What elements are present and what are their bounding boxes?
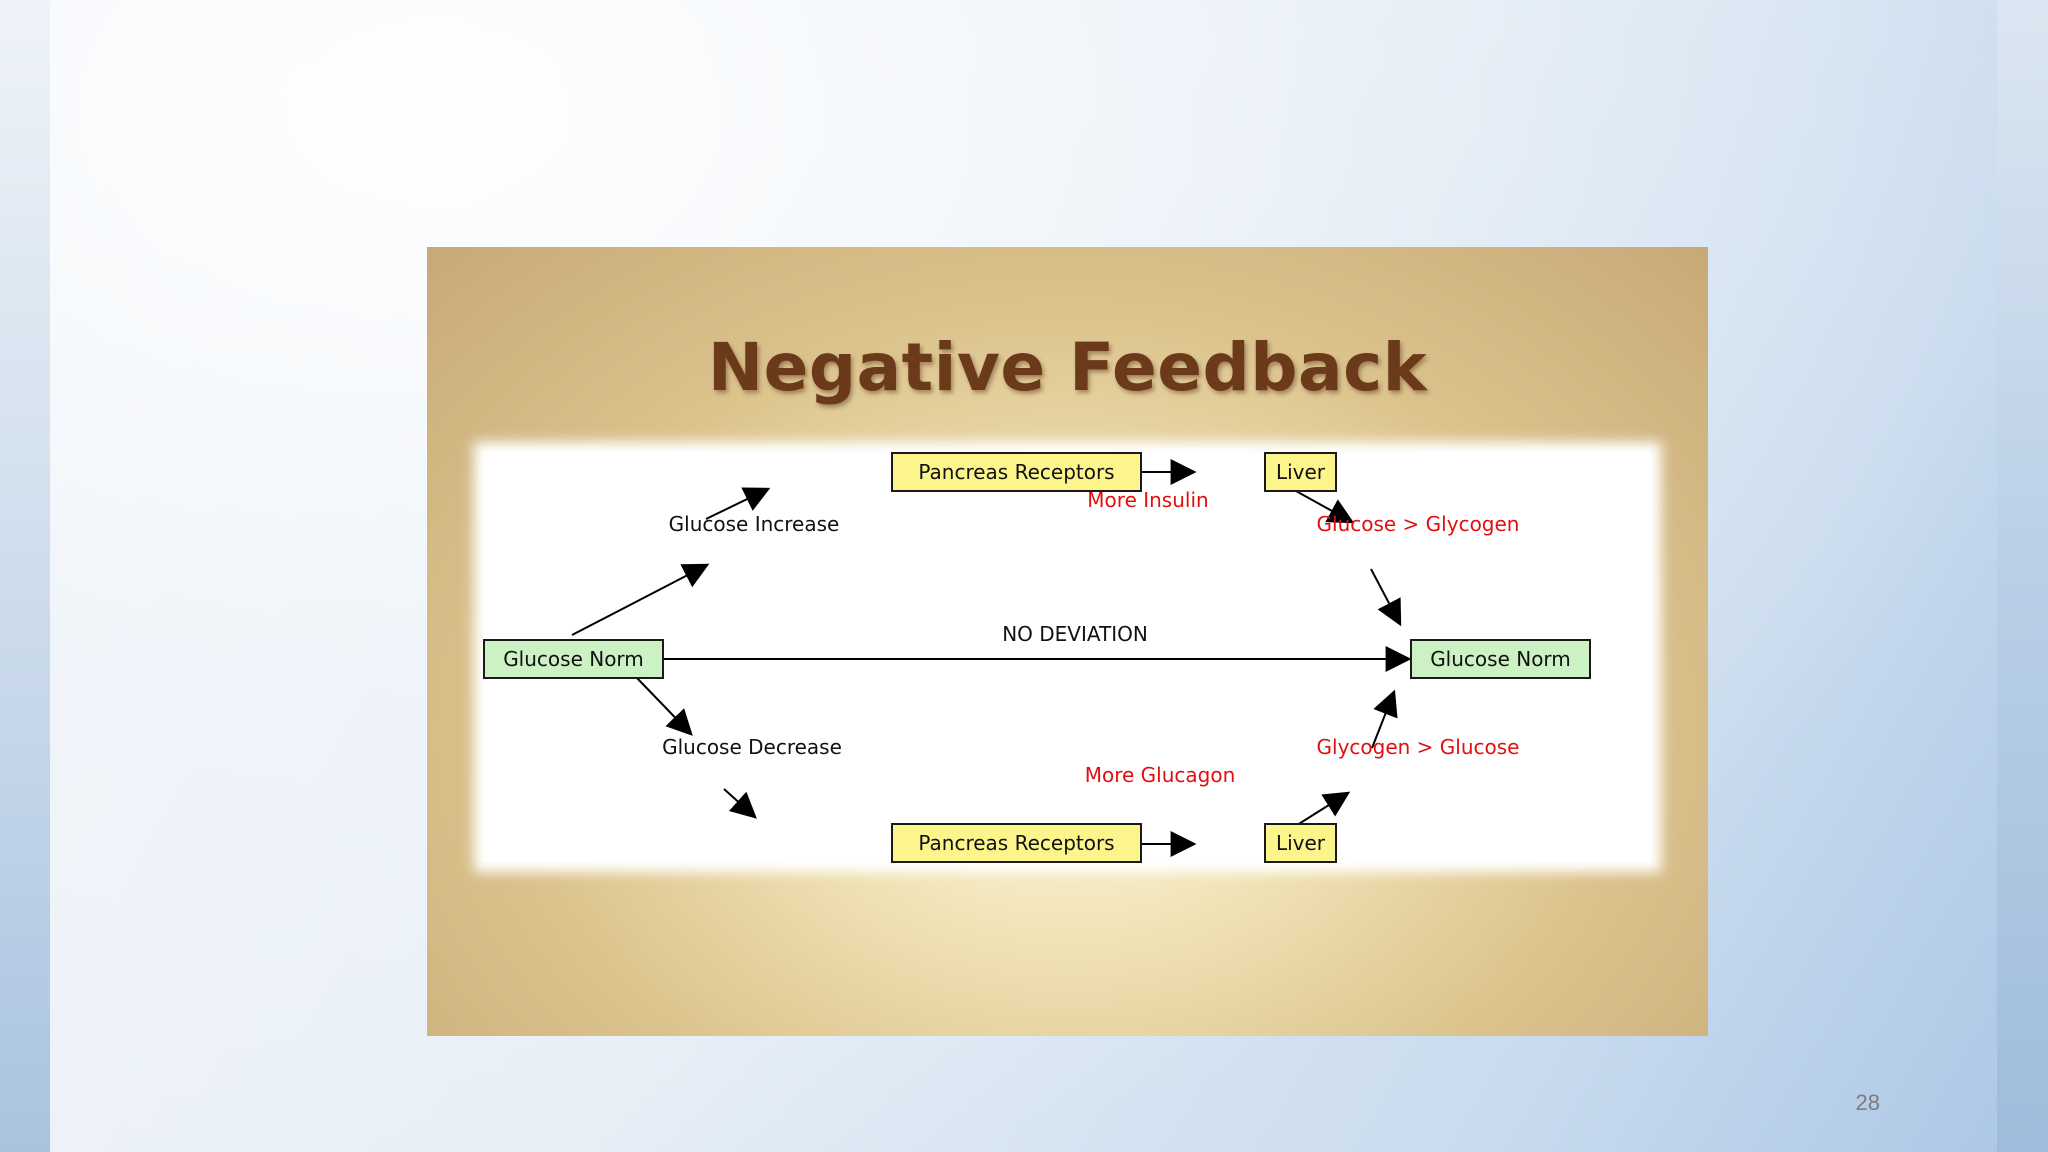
node-pancreas-receptors-top: Pancreas Receptors [891, 452, 1142, 492]
diagram-picture: Negative Feedback [427, 247, 1708, 1036]
arrow-decrease-to-pancreas [723, 788, 757, 819]
node-glucose-norm-right: Glucose Norm [1410, 639, 1591, 679]
label-glycogen-to-glucose: Glycogen > Glucose [1316, 735, 1520, 759]
label-glucose-to-glycogen: Glucose > Glycogen [1316, 512, 1520, 536]
arrow-glycogen-to-norm [1370, 568, 1402, 627]
diagram-title: Negative Feedback [707, 329, 1428, 406]
arrow-norm-to-increase [571, 563, 710, 636]
node-liver-bottom: Liver [1264, 823, 1337, 863]
node-liver-top: Liver [1264, 452, 1337, 492]
label-glucose-decrease: Glucose Decrease [662, 735, 842, 759]
arrow-increase-to-pancreas [705, 487, 771, 520]
arrow-norm-to-decrease [635, 676, 693, 736]
label-more-insulin: More Insulin [1087, 488, 1209, 512]
node-pancreas-receptors-bottom: Pancreas Receptors [891, 823, 1142, 863]
arrow-glucose-to-norm [1371, 689, 1398, 749]
right-edge-strip [1997, 0, 2048, 1152]
label-no-deviation: NO DEVIATION [1002, 622, 1148, 646]
label-more-glucagon: More Glucagon [1084, 763, 1236, 787]
diagram-panel: Glucose Norm Glucose Norm Pancreas Recep… [483, 452, 1651, 863]
label-glucose-increase: Glucose Increase [668, 512, 840, 536]
node-glucose-norm-left: Glucose Norm [483, 639, 664, 679]
page-number: 28 [1855, 1090, 1880, 1115]
left-edge-strip [0, 0, 50, 1152]
